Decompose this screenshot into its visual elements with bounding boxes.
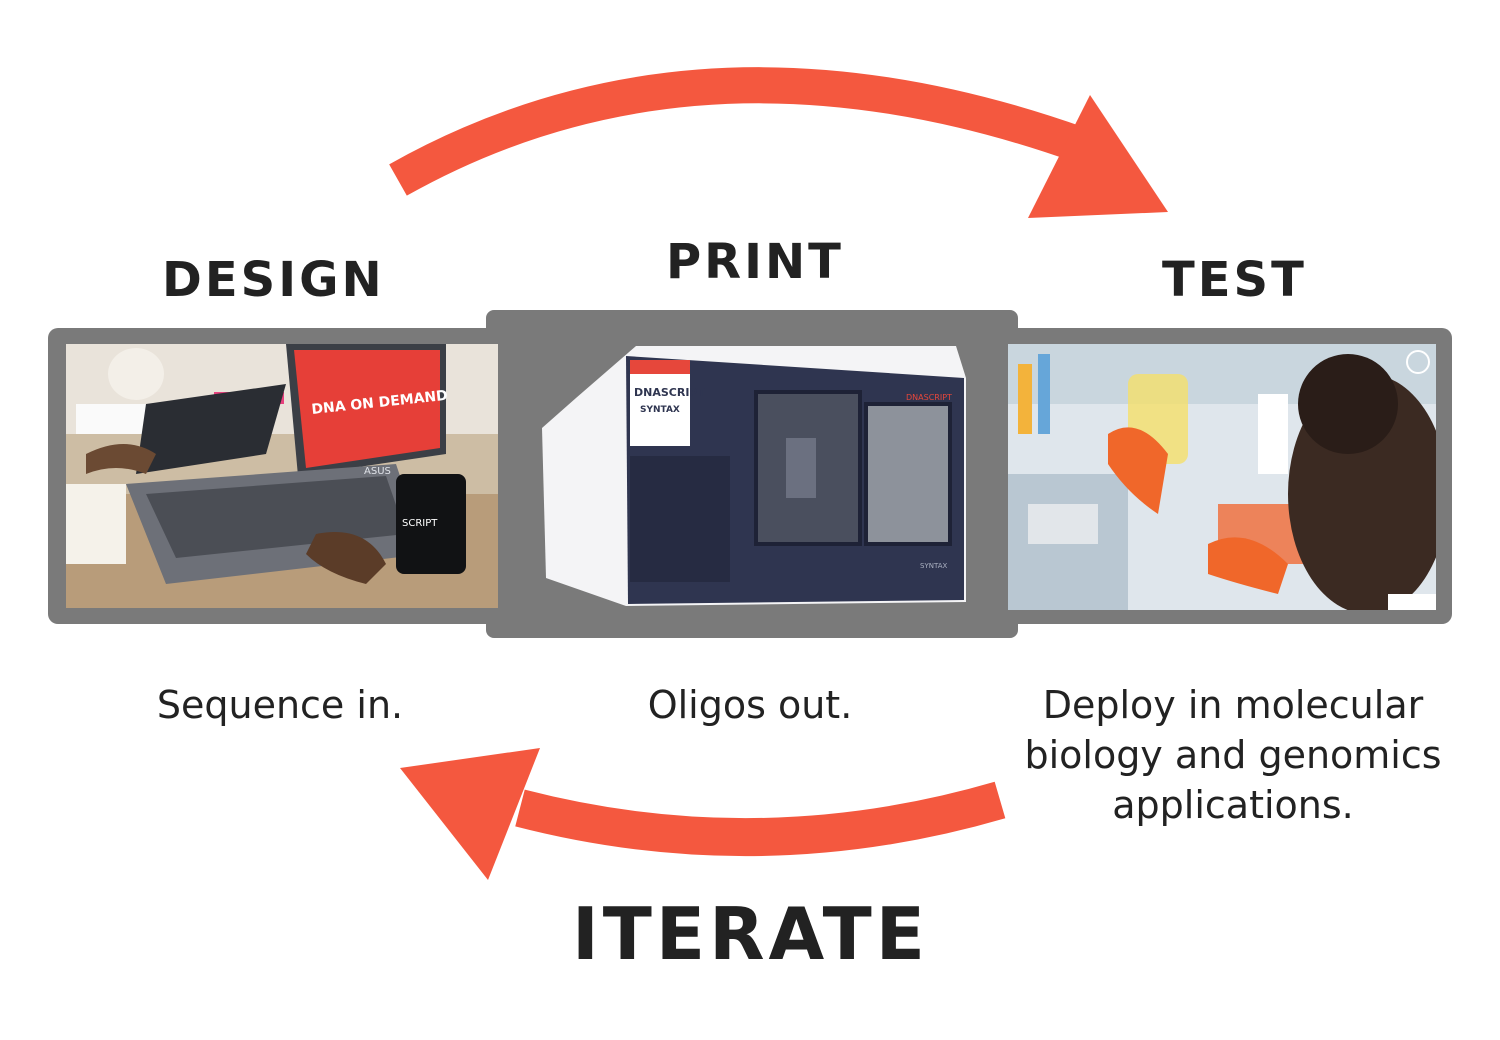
glove-icon	[1108, 427, 1168, 514]
forward-arc-arrow	[389, 67, 1168, 218]
paper-roll-icon	[1258, 394, 1288, 474]
return-arrowhead	[400, 748, 540, 880]
design-caption: Sequence in.	[156, 683, 404, 727]
instrument-image: DNASCRIPT SYNTAX DNASCRIPT SYNTAX	[536, 338, 968, 612]
mug-text: SCRIPT	[402, 518, 438, 529]
lab-image	[1008, 344, 1436, 610]
script-mug-icon	[396, 474, 466, 574]
test-title: TEST	[1162, 252, 1307, 308]
keyboard-icon	[136, 384, 286, 474]
return-arc-shaft	[515, 781, 1006, 857]
instrument-model-small: SYNTAX	[920, 562, 947, 570]
forward-arc-shaft	[389, 67, 1087, 196]
print-title: PRINT	[666, 234, 844, 290]
return-arc-arrow	[400, 748, 1006, 880]
design-photo: DNA ON DEMAND ASUS SCRIPT	[66, 344, 498, 608]
iterate-label: ITERATE	[572, 892, 929, 976]
instrument-brand-small: DNASCRIPT	[906, 393, 952, 402]
laptop-brand-text: ASUS	[364, 466, 391, 477]
test-caption: Deploy in molecular biology and genomics…	[1024, 683, 1442, 827]
instrument-photo: DNASCRIPT SYNTAX DNASCRIPT SYNTAX	[536, 338, 968, 612]
instrument-brand-text: DNASCRIPT	[634, 386, 705, 399]
design-title: DESIGN	[162, 252, 385, 308]
test-photo	[1008, 344, 1436, 610]
laptop-desk-image: DNA ON DEMAND ASUS SCRIPT	[66, 344, 498, 608]
forward-arrowhead	[1028, 95, 1168, 218]
watermark-icon	[1406, 350, 1430, 374]
print-caption: Oligos out.	[647, 683, 853, 727]
instrument-window-right	[864, 402, 952, 546]
mug-icon	[108, 348, 164, 400]
instrument-model-text: SYNTAX	[640, 405, 680, 415]
